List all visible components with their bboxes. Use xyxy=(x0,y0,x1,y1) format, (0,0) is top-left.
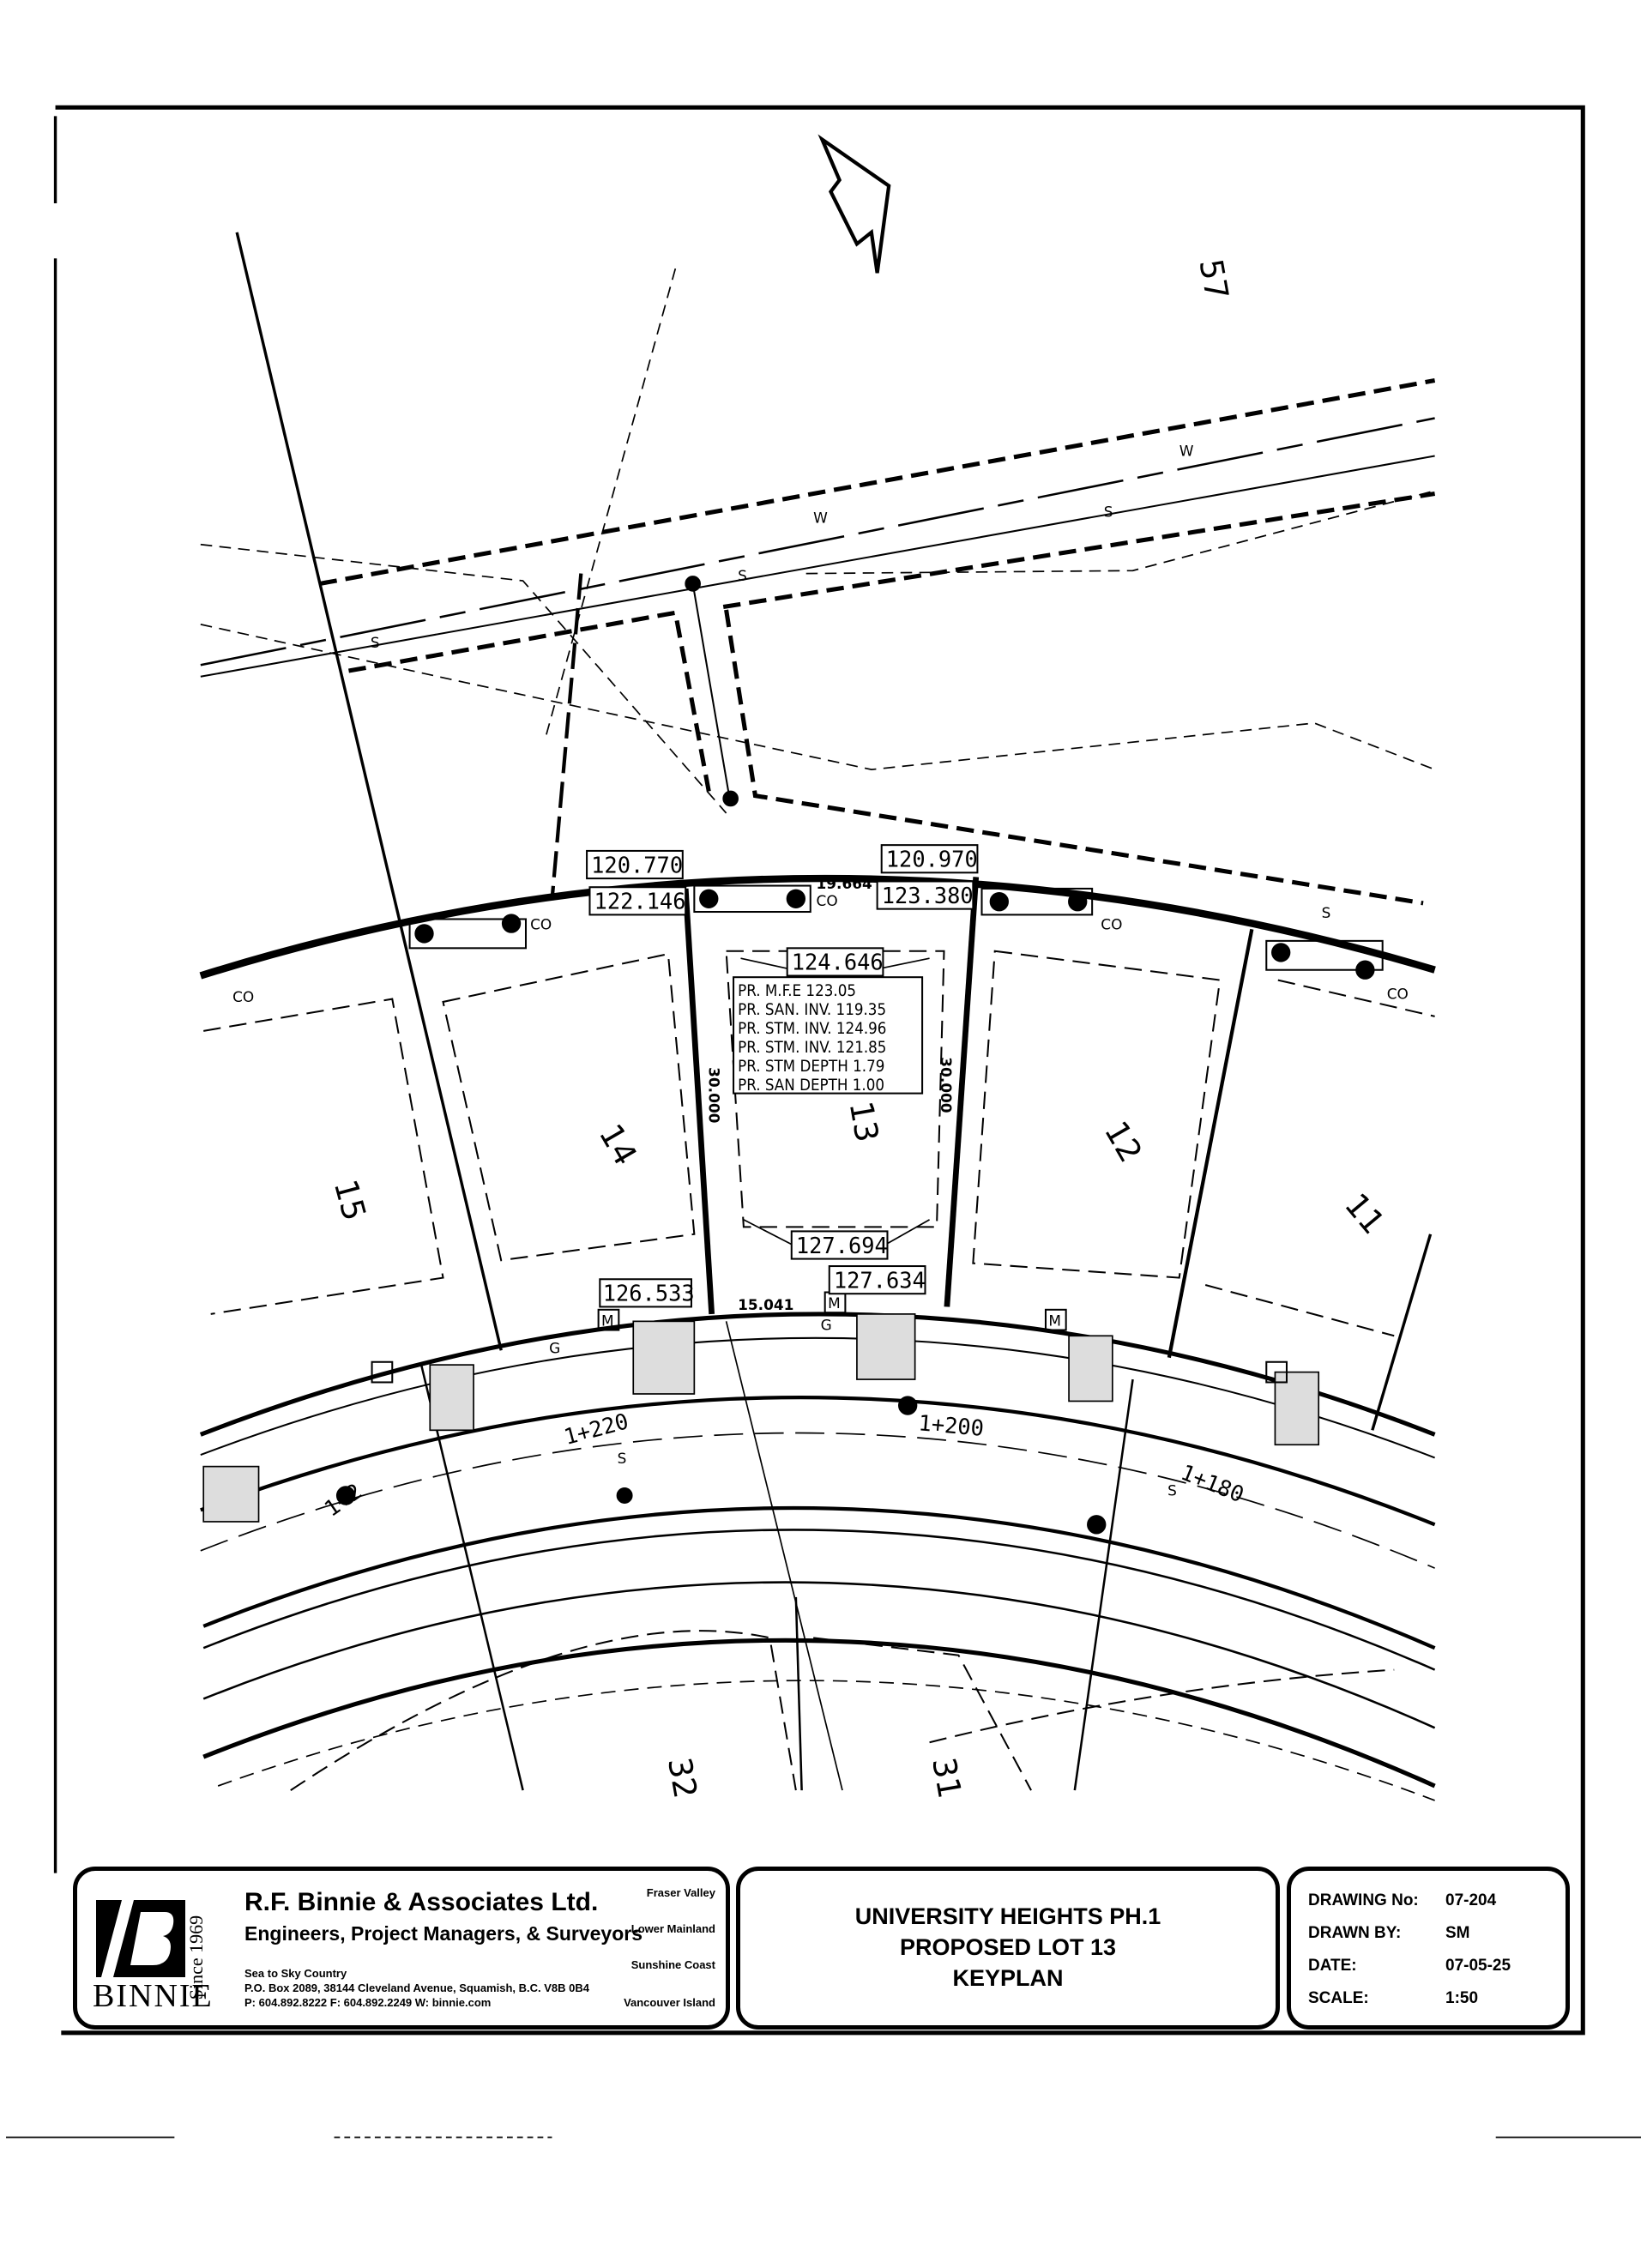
lot-width-dimension: 30.000 xyxy=(705,1067,722,1123)
project-title-block: UNIVERSITY HEIGHTS PH.1 PROPOSED LOT 13 … xyxy=(736,1867,1280,2030)
gas-tag: G xyxy=(821,1317,832,1334)
cleanout-tag: CO xyxy=(1387,986,1409,1003)
water-line-tag: W xyxy=(813,509,828,526)
drawing-number-value: 07-204 xyxy=(1445,1891,1497,1909)
property-lines xyxy=(199,232,1436,1431)
company-tagline: Engineers, Project Managers, & Surveyors xyxy=(244,1922,643,1945)
gas-tag: G xyxy=(549,1340,560,1357)
cleanout-tag: CO xyxy=(817,892,838,909)
station-label: 1+200 xyxy=(918,1409,986,1441)
sewer-line-tag: S xyxy=(1104,504,1113,521)
lot13-info-line: PR. SAN. INV. 119.35 xyxy=(738,1001,886,1019)
project-title-line1: UNIVERSITY HEIGHTS PH.1 xyxy=(854,1903,1161,1929)
distance-label: 19.664 xyxy=(817,875,872,892)
project-title-line3: KEYPLAN xyxy=(952,1965,1064,1991)
lot-number-12: 12 xyxy=(1097,1114,1150,1168)
sewer-line-tag: S xyxy=(1322,904,1331,921)
lot13-info-line: PR. M.F.E 123.05 xyxy=(738,982,856,1000)
upper-road-lines: W W S S S S xyxy=(200,268,1436,921)
lot-width-dimension: 30.000 xyxy=(938,1057,955,1113)
region-label: Vancouver Island xyxy=(624,1996,715,2009)
company-block: BINNIE Since 1969 R.F. Binnie & Associat… xyxy=(73,1867,730,2030)
distance-label: 15.041 xyxy=(738,1296,793,1313)
lot-number-11: 11 xyxy=(1337,1185,1392,1241)
drawing-info-block: DRAWING No: 07-204 DRAWN BY: SM DATE: 07… xyxy=(1287,1867,1570,2030)
lot-number-57: 57 xyxy=(1192,256,1237,303)
elevation-label: 126.533 xyxy=(603,1281,695,1306)
lot-number-15: 15 xyxy=(327,1175,374,1224)
cleanout-tag: CO xyxy=(530,915,552,932)
date-label: DATE: xyxy=(1308,1957,1357,1975)
station-label: 1+180 xyxy=(1177,1459,1247,1507)
elevation-label: 127.634 xyxy=(834,1267,926,1293)
lot13-info-line: PR. SAN DEPTH 1.00 xyxy=(738,1077,884,1095)
station-label: 1+2 xyxy=(319,1478,366,1522)
driveway-pads xyxy=(202,1313,1320,1523)
road-curves xyxy=(199,1312,1436,1801)
office-name: Sea to Sky Country xyxy=(244,1967,347,1980)
cleanout-tag: CO xyxy=(232,988,254,1005)
lot-number-14: 14 xyxy=(592,1118,645,1172)
since-year: Since 1969 xyxy=(185,1915,208,2000)
meter-tag: M xyxy=(828,1294,841,1312)
elevation-label: 124.646 xyxy=(792,950,884,975)
sheet-border xyxy=(55,105,1585,2036)
meter-markers: M M M G G S S xyxy=(371,1291,1288,1499)
office-address: P.O. Box 2089, 38144 Cleveland Avenue, S… xyxy=(244,1981,589,1994)
lot13-info-line: PR. STM. INV. 121.85 xyxy=(738,1039,886,1057)
elevation-label: 123.380 xyxy=(882,883,974,908)
lot13-info-line: PR. STM DEPTH 1.79 xyxy=(738,1058,884,1076)
water-line-tag: W xyxy=(1179,443,1194,460)
region-label: Sunshine Coast xyxy=(630,1958,715,1971)
lot-number-32: 32 xyxy=(661,1754,705,1801)
sewer-line-tag: S xyxy=(738,567,747,584)
scale-label: SCALE: xyxy=(1308,1989,1369,2007)
elevation-label: 122.146 xyxy=(594,889,686,914)
service-connections: CO CO CO CO CO xyxy=(232,884,1409,1535)
cleanout-tag: CO xyxy=(1101,915,1122,932)
project-title-line2: PROPOSED LOT 13 xyxy=(899,1934,1117,1960)
lower-lot-lines xyxy=(290,1630,1395,1791)
meter-tag: M xyxy=(601,1312,614,1329)
logo-wordmark: BINNIE xyxy=(93,1978,214,2014)
drawing-number-label: DRAWING No: xyxy=(1308,1891,1419,1909)
lot13-info-line: PR. STM. INV. 124.96 xyxy=(738,1020,886,1038)
sewer-line-tag: S xyxy=(618,1450,627,1467)
elevation-label: 120.770 xyxy=(591,852,683,878)
company-name: R.F. Binnie & Associates Ltd. xyxy=(244,1888,599,1916)
sewer-line-tag: S xyxy=(1167,1481,1177,1499)
scale-value: 1:50 xyxy=(1445,1989,1479,2007)
drawn-by-label: DRAWN BY: xyxy=(1308,1924,1402,1942)
elevation-label: 127.694 xyxy=(796,1233,888,1258)
date-value: 07-05-25 xyxy=(1445,1957,1511,1975)
sewer-line-tag: S xyxy=(371,634,380,651)
north-arrow-icon xyxy=(817,134,891,274)
lot-number-31: 31 xyxy=(925,1754,969,1801)
lot13-info-box: PR. M.F.E 123.05 PR. SAN. INV. 119.35 PR… xyxy=(738,982,886,1095)
binnie-logo xyxy=(96,1900,185,1977)
office-contact: P: 604.892.8222 F: 604.892.2249 W: binni… xyxy=(244,1996,492,2009)
drawn-by-value: SM xyxy=(1445,1924,1470,1942)
region-label: Fraser Valley xyxy=(646,1886,715,1899)
meter-tag: M xyxy=(1048,1312,1061,1329)
elevation-label: 120.970 xyxy=(886,847,978,872)
region-label: Lower Mainland xyxy=(630,1922,715,1935)
lot-number-13: 13 xyxy=(842,1098,887,1144)
